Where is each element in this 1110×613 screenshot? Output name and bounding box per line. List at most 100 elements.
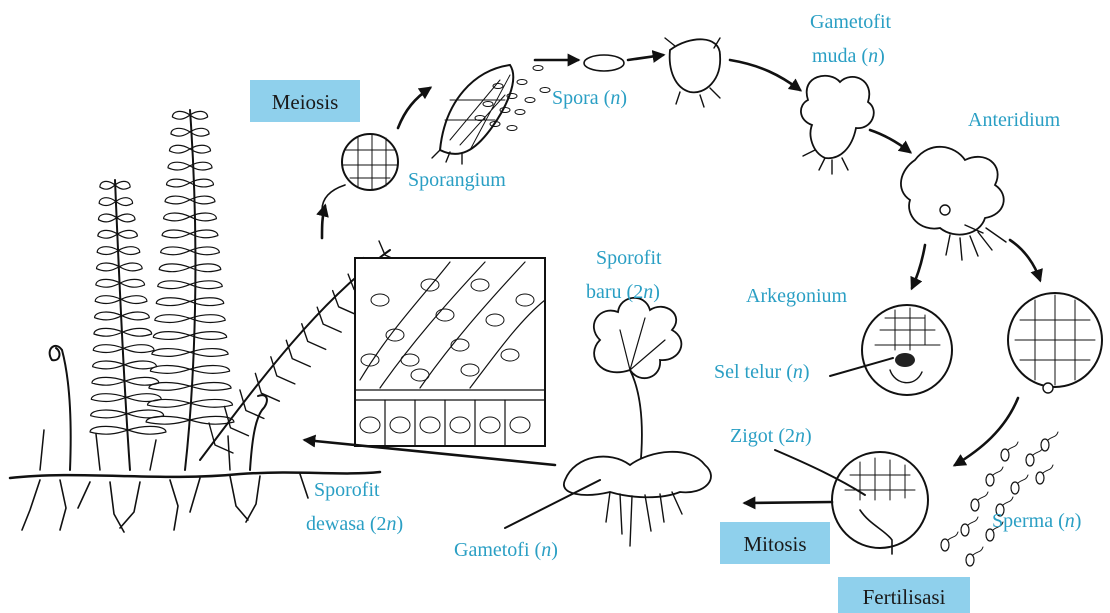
spore (517, 80, 527, 85)
frond-pinna (95, 312, 122, 320)
meiosis-box: Meiosis (250, 80, 360, 122)
sperm-flagellum (968, 517, 978, 525)
frond-pinna (93, 345, 123, 353)
frond-pinna (190, 332, 227, 340)
frond-pinna (161, 247, 190, 255)
frond-pinna (164, 213, 190, 221)
frond-pinna (152, 349, 190, 357)
sporangium-illustration (322, 134, 398, 210)
spore (540, 88, 550, 93)
mature-sporophyte-label-line2: dewasa (2n) (306, 513, 403, 535)
frond-pinna (121, 296, 147, 304)
frond-pinna (91, 410, 127, 418)
frond-pinna (167, 179, 190, 187)
zygote-label: Zigot (2n) (730, 425, 812, 447)
sperm-cell (971, 499, 979, 511)
frond-pinna (118, 230, 138, 238)
sperm-flagellum (1048, 432, 1058, 440)
frond-pinna (147, 399, 190, 407)
mitosis-box: Mitosis (720, 522, 830, 564)
new-sporophyte-illustration (564, 298, 711, 546)
frond-pinna (96, 279, 120, 287)
sperm-cell (961, 524, 969, 536)
antheridium-gametophyte-illustration (901, 147, 1006, 260)
fertilization-label: Fertilisasi (863, 585, 946, 609)
sperm-cell (941, 539, 949, 551)
frond-pinna (146, 416, 190, 424)
frond-pinna (171, 128, 190, 136)
frond-pinna (100, 181, 115, 189)
frond-pinna (159, 264, 190, 272)
frond-pinna (190, 111, 208, 119)
frond-pinna (97, 263, 120, 271)
frond-pinna (124, 345, 154, 353)
sperm-cell (966, 554, 974, 566)
gametophyte-label: Gametofi (n) (454, 539, 558, 561)
young-gametophyte-label-line1: Gametofit (810, 11, 892, 33)
spore (515, 110, 525, 115)
frond-pinna (115, 181, 130, 189)
archegonium-label: Arkegonium (746, 285, 848, 307)
frond-pinna (94, 328, 123, 336)
frond-pinna (190, 349, 228, 357)
frond-pinna (98, 230, 118, 238)
frond-pinna (125, 361, 157, 369)
spore (533, 66, 543, 71)
frond-pinna (168, 162, 190, 170)
frond-pinna (190, 366, 230, 374)
frond-pinna (190, 382, 231, 390)
opening-sporangium-illustration (432, 65, 550, 164)
frond-pinna (169, 145, 190, 153)
sperm-flagellum (993, 467, 1003, 475)
sperm-cell (1041, 439, 1049, 451)
frond-pinna (91, 394, 126, 402)
egg-cell-label: Sel telur (n) (714, 361, 810, 383)
frond-pinna (120, 279, 144, 287)
frond-pinna (118, 247, 139, 255)
meiosis-label: Meiosis (272, 90, 339, 114)
archegonium-illustration (862, 305, 952, 395)
frond-pinna (155, 315, 190, 323)
sperm-flagellum (1003, 497, 1013, 505)
frond-pinna (117, 214, 135, 222)
frond-pinna (90, 426, 128, 434)
frond-pinna (92, 377, 125, 385)
frond-pinna (172, 111, 190, 119)
frond-pinna (190, 128, 209, 136)
sperm-cell (1026, 454, 1034, 466)
frond-pinna (190, 399, 233, 407)
frond-pinna (123, 328, 152, 336)
sperm-cell (1001, 449, 1009, 461)
frond-pinna (165, 196, 190, 204)
spore-label: Spora (n) (552, 87, 627, 109)
frond-pinna (116, 198, 133, 206)
new-sporophyte-label-line1: Sporofit (596, 247, 662, 269)
sperm-cell (1011, 482, 1019, 494)
sperm-cells-illustration (941, 432, 1058, 566)
frond-pinna (98, 214, 116, 222)
spore (507, 126, 517, 131)
mitosis-label: Mitosis (743, 532, 806, 556)
antheridium-label: Anteridium (968, 109, 1061, 131)
frond-pinna (162, 230, 190, 238)
antheridium-closeup-illustration (1008, 293, 1102, 393)
frond-pinna (122, 312, 149, 320)
frond-pinna (153, 332, 190, 340)
frond-pinna (190, 247, 219, 255)
sperm-flagellum (978, 492, 988, 500)
young-gametophyte-illustration (801, 76, 874, 174)
frond-pinna (255, 373, 279, 401)
frond-pinna (150, 366, 190, 374)
frond-pinna (149, 382, 190, 390)
spore (525, 98, 535, 103)
fertilization-illustration (832, 452, 928, 554)
sperm-label: Sperma (n) (992, 510, 1081, 532)
stem-cross-section-illustration (355, 258, 545, 446)
sperm-flagellum (1043, 465, 1053, 473)
frond-pinna (190, 230, 218, 238)
sperm-flagellum (1008, 442, 1018, 450)
frond-pinna (119, 263, 142, 271)
single-spore-illustration (584, 55, 624, 71)
frond-pinna (99, 198, 116, 206)
